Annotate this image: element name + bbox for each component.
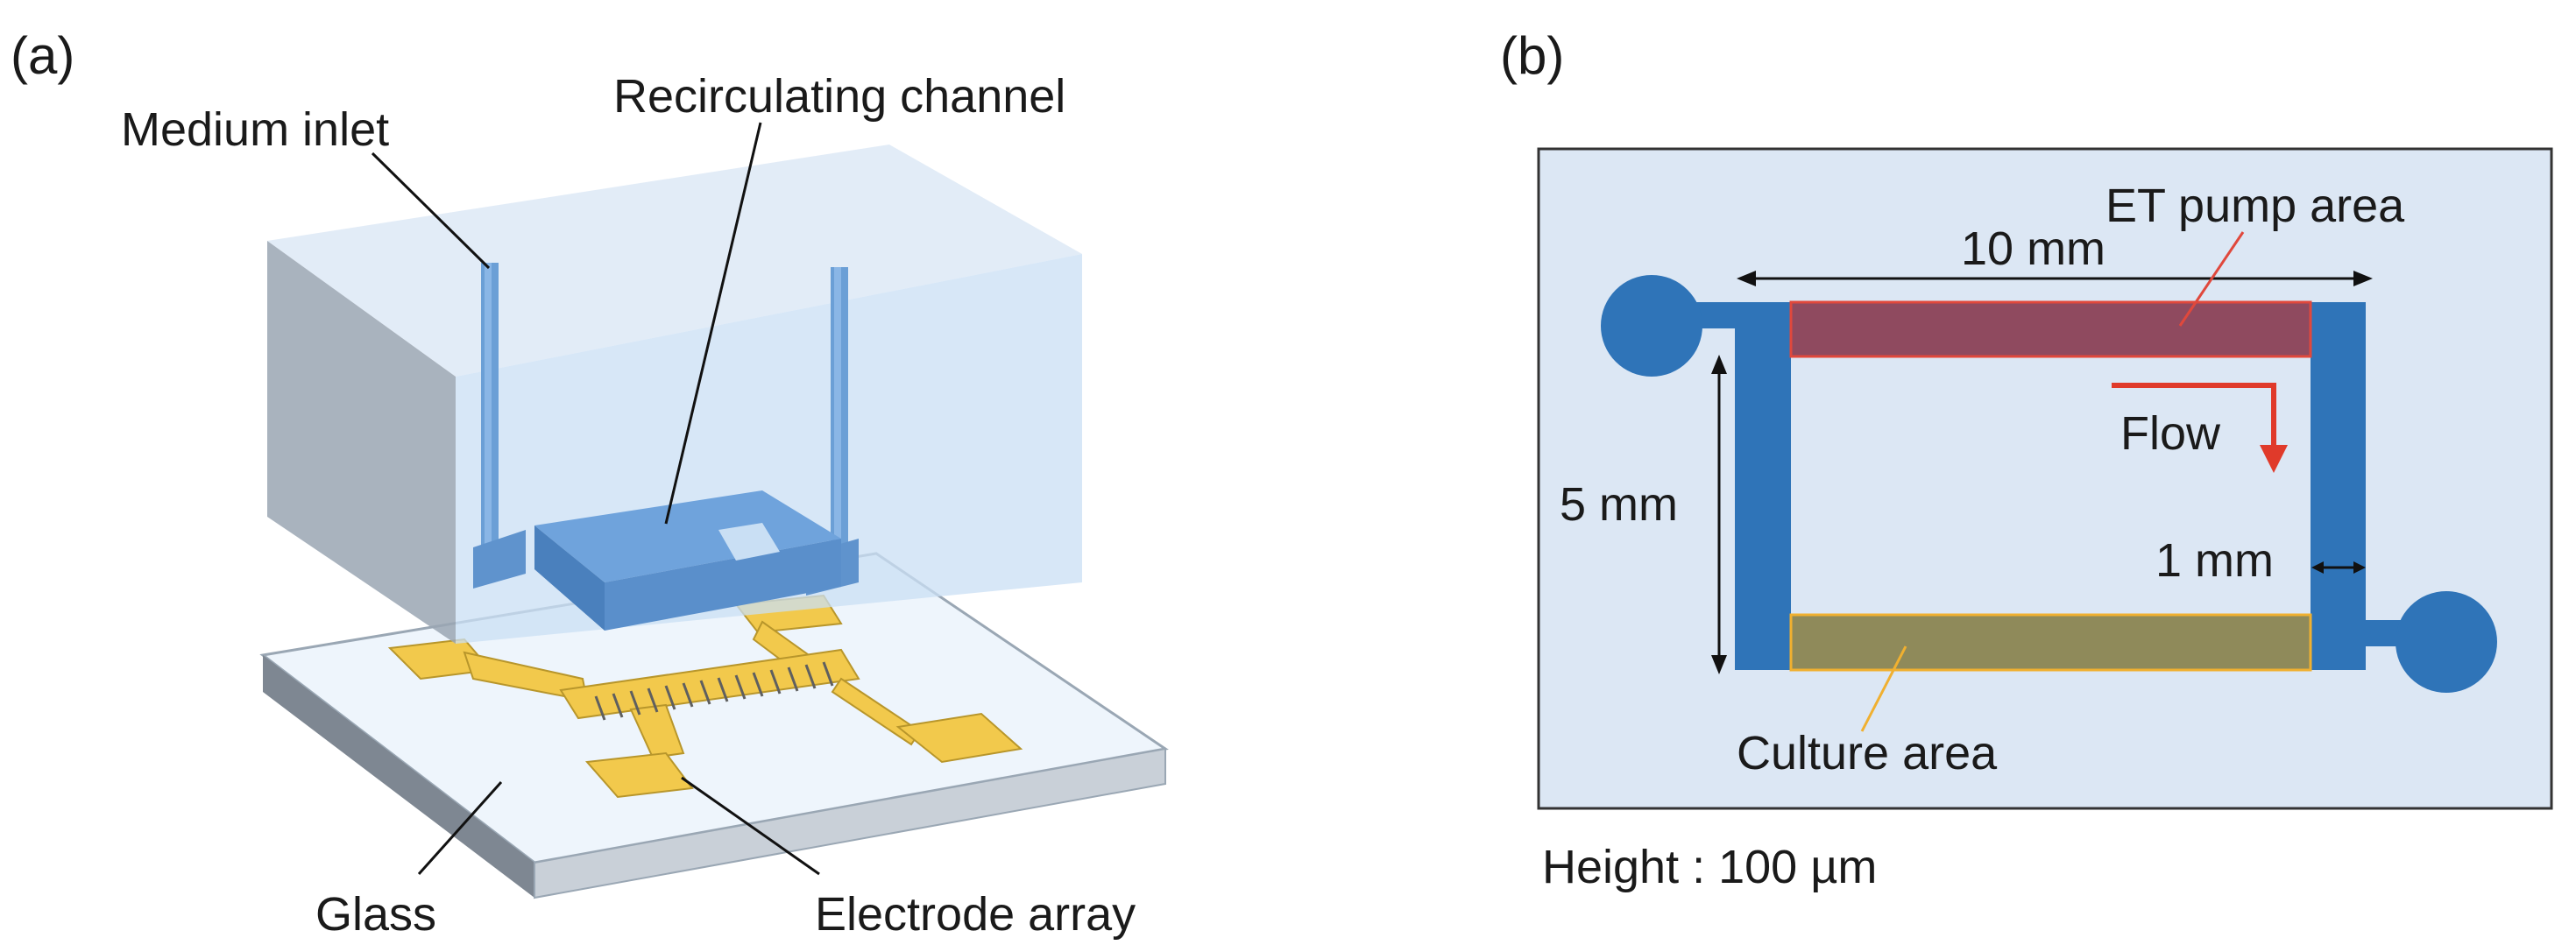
culture-area-label: Culture area <box>1737 727 1998 779</box>
culture-area-leader <box>1860 645 1907 732</box>
et-pump-area <box>1789 300 2312 358</box>
panel-b: (b) 10 mm ET pump area <box>1500 26 2553 893</box>
panel-b-label: (b) <box>1500 26 1564 85</box>
flow-arrow <box>2112 383 2288 473</box>
culture-area <box>1789 613 2312 672</box>
top-view-frame <box>1537 147 2553 810</box>
medium-inlet-label: Medium inlet <box>121 103 389 156</box>
panel-a-label: (a) <box>11 26 74 85</box>
electrode-array-label: Electrode array <box>815 888 1136 941</box>
et-pump-area-label: ET pump area <box>2105 180 2405 232</box>
outlet-port <box>2396 591 2497 693</box>
channel-width-dimension <box>2311 561 2366 574</box>
callout-lines-a <box>371 122 820 876</box>
panel-a: (a) <box>11 26 1169 941</box>
flow-label: Flow <box>2120 407 2221 460</box>
inlet-port <box>1601 275 1702 377</box>
recirculating-channel-label: Recirculating channel <box>613 70 1065 123</box>
length-label: 5 mm <box>1560 478 1678 531</box>
recirculating-channel-structure <box>473 263 859 631</box>
channel-width-label: 1 mm <box>2155 534 2274 587</box>
et-pump-leader <box>2178 231 2245 327</box>
height-footnote: Height : 100 µm <box>1542 841 1877 893</box>
electrode-fingers <box>594 661 834 721</box>
length-dimension <box>1711 355 1727 674</box>
width-dimension <box>1737 271 2373 286</box>
electrode-array <box>387 594 1023 799</box>
glass-label: Glass <box>315 888 436 941</box>
width-label: 10 mm <box>1961 222 2105 275</box>
